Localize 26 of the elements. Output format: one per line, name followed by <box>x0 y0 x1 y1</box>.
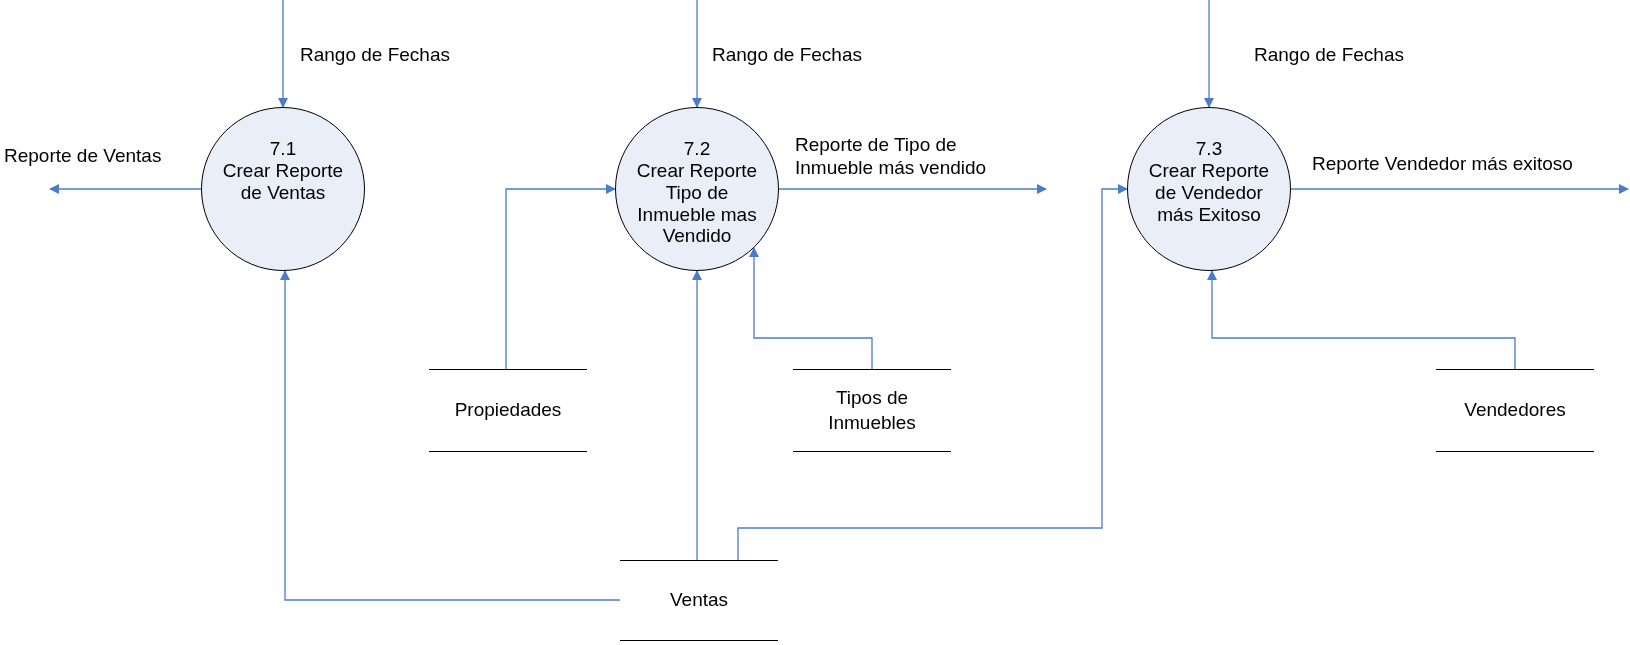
arrow <box>737 184 1128 561</box>
arrow <box>1290 184 1629 194</box>
process-number: 7.1 <box>268 138 298 160</box>
process-number: 7.3 <box>1194 138 1224 160</box>
arrow <box>280 270 621 601</box>
store-name: Tipos de Inmuebles <box>827 385 917 435</box>
process-name: Crear Reporte de Vendedor más Exitoso <box>1147 159 1271 226</box>
arrow <box>749 246 873 370</box>
arrow <box>1207 269 1516 370</box>
data-store <box>793 369 951 452</box>
process-name: Crear Reporte de Ventas <box>221 159 345 204</box>
store-name: Ventas <box>669 588 729 613</box>
arrow <box>49 184 202 194</box>
arrow <box>278 0 288 108</box>
arrow <box>1204 0 1214 108</box>
data-store <box>620 560 778 641</box>
data-store <box>1436 369 1594 452</box>
process-name: Crear Reporte Tipo de Inmueble mas Vendido <box>635 159 759 248</box>
data-store <box>429 369 587 452</box>
arrow <box>505 184 616 370</box>
arrow <box>692 270 702 561</box>
arrow <box>692 0 702 108</box>
store-name: Vendedores <box>1464 398 1566 423</box>
process-number: 7.2 <box>682 138 712 160</box>
store-name: Propiedades <box>454 398 562 423</box>
arrow <box>778 184 1047 194</box>
